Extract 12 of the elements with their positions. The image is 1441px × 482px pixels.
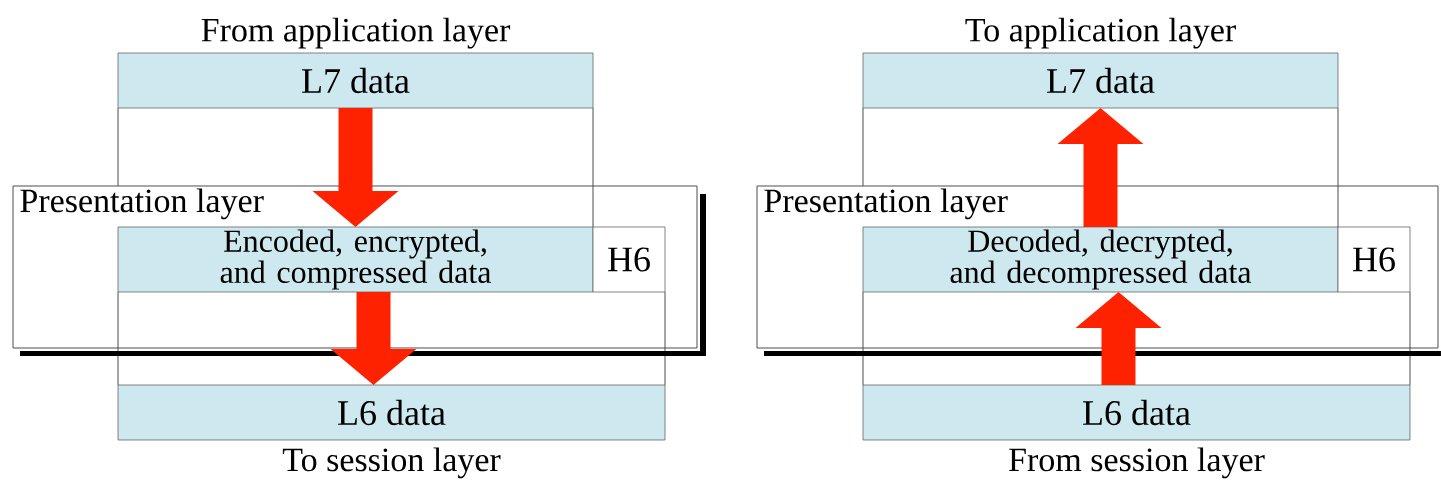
layer-label: From session layer [1009,447,1265,479]
data-box: Decoded, decrypted, and decompressed data [862,226,1339,293]
data-box: L7 data [117,52,594,109]
layer-label: To application layer [965,17,1236,49]
layer-label: To session layer [282,447,501,479]
header-box: H6 [1337,226,1411,293]
layer-label: From application layer [201,17,511,49]
data-box: L6 data [862,384,1411,441]
data-box: Encoded, encrypted, and compressed data [117,226,594,293]
data-box: L7 data [862,52,1339,109]
header-box: H6 [592,226,666,293]
data-box: L6 data [117,384,666,441]
